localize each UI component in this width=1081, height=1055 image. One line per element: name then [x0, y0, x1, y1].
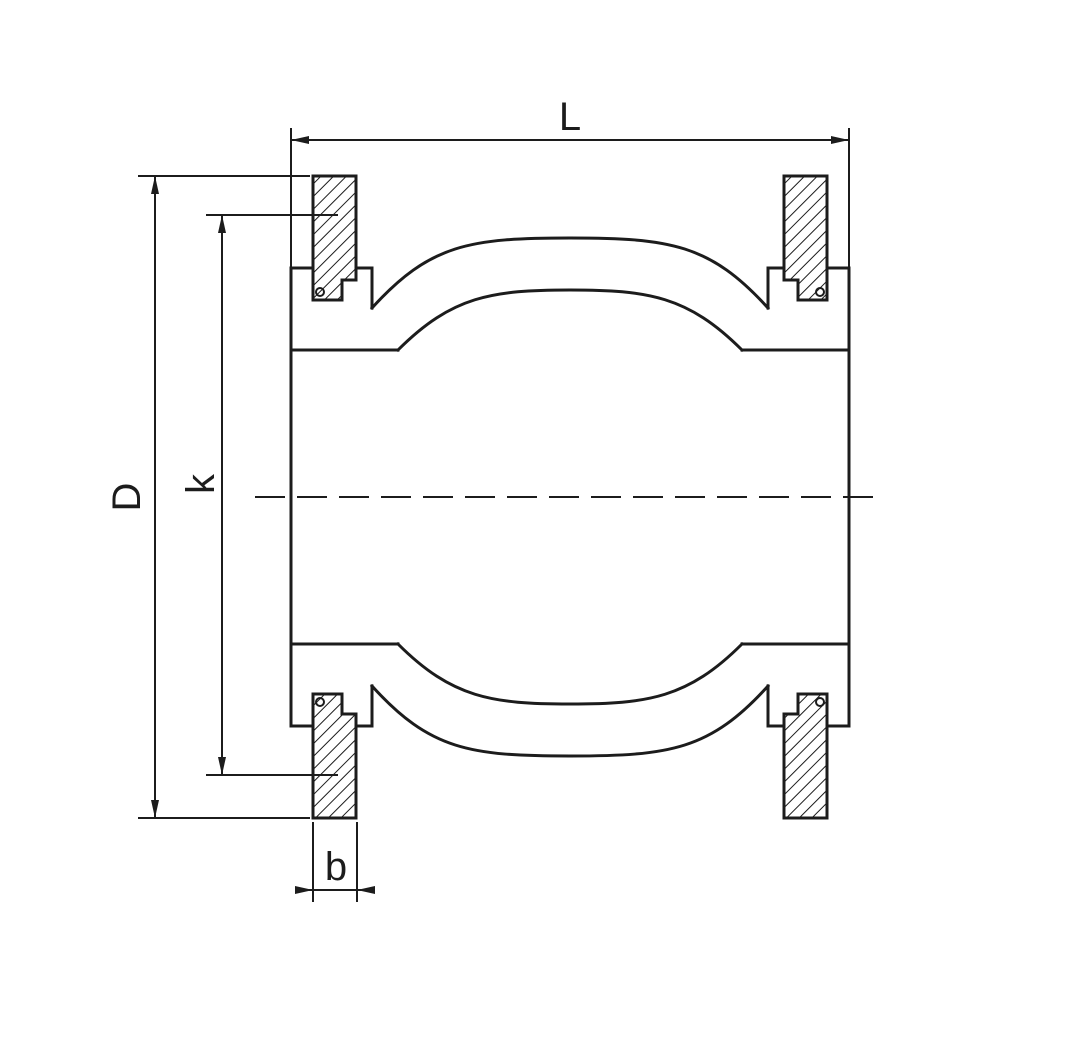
outer-arch-bottom	[369, 683, 771, 758]
bolt-hole-mark	[815, 287, 825, 297]
arrowhead-top	[151, 176, 159, 194]
dimension-label-L: L	[559, 95, 581, 139]
arrowhead-bottom	[151, 800, 159, 818]
arrowhead-left	[291, 136, 309, 144]
arrowhead-right	[357, 886, 375, 894]
flange-section-bottom-right	[782, 692, 829, 820]
arrowhead-left	[295, 886, 313, 894]
dimension-label-b: b	[325, 845, 347, 889]
dimension-D: D	[105, 175, 310, 819]
dimension-L: L	[290, 95, 850, 268]
arrowhead-top	[218, 215, 226, 233]
bore-edges	[289, 348, 851, 646]
dimension-label-D: D	[105, 483, 149, 512]
bolt-hole-mark	[815, 697, 825, 707]
rubber-bead-edges	[354, 266, 786, 728]
flange-sections	[311, 174, 829, 820]
rubber-body-outline	[289, 236, 851, 758]
bolt-hole-mark	[315, 287, 325, 297]
inner-arch-bottom	[395, 641, 745, 706]
outer-arch-top	[369, 236, 771, 311]
dimension-k: k	[179, 214, 338, 776]
flange-section-top-left	[311, 174, 358, 302]
flange-section-bottom-left	[311, 692, 358, 820]
bolt-hole-mark	[315, 697, 325, 707]
arrowhead-right	[831, 136, 849, 144]
inner-arch-top	[395, 288, 745, 353]
rubber-lip-edges	[289, 266, 851, 728]
dimension-b: b	[295, 822, 375, 902]
arrowhead-bottom	[218, 757, 226, 775]
flange-section-top-right	[782, 174, 829, 302]
dimension-label-k: k	[179, 473, 223, 494]
